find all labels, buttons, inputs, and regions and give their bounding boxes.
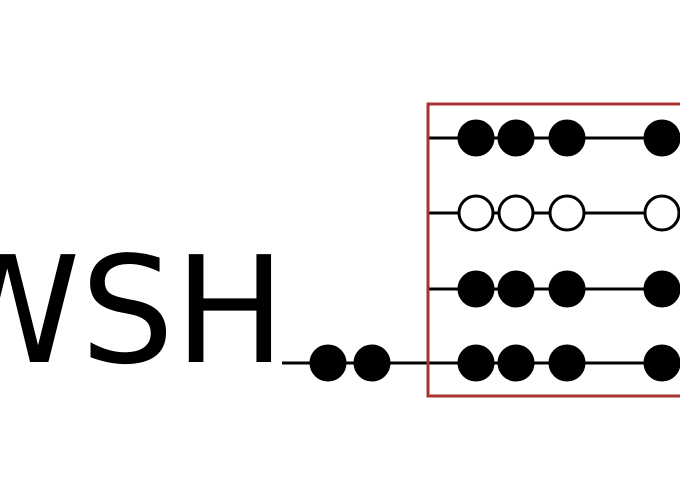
filled-bead [548,344,586,382]
filled-bead [643,344,680,382]
open-bead [457,194,495,232]
open-bead [548,194,586,232]
filled-bead [548,119,586,157]
abacus-diagram [282,102,680,398]
filled-bead [548,270,586,308]
filled-bead [457,119,495,157]
lead-in-bead [309,344,347,382]
filled-bead [643,270,680,308]
filled-bead [643,119,680,157]
filled-bead [497,119,535,157]
filled-bead [457,344,495,382]
filled-bead [457,270,495,308]
logo-text: WSH [0,225,286,397]
abacus-frame [426,102,680,398]
filled-bead [497,270,535,308]
filled-bead [497,344,535,382]
lead-in-bead [353,344,391,382]
open-bead [497,194,535,232]
open-bead [643,194,680,232]
